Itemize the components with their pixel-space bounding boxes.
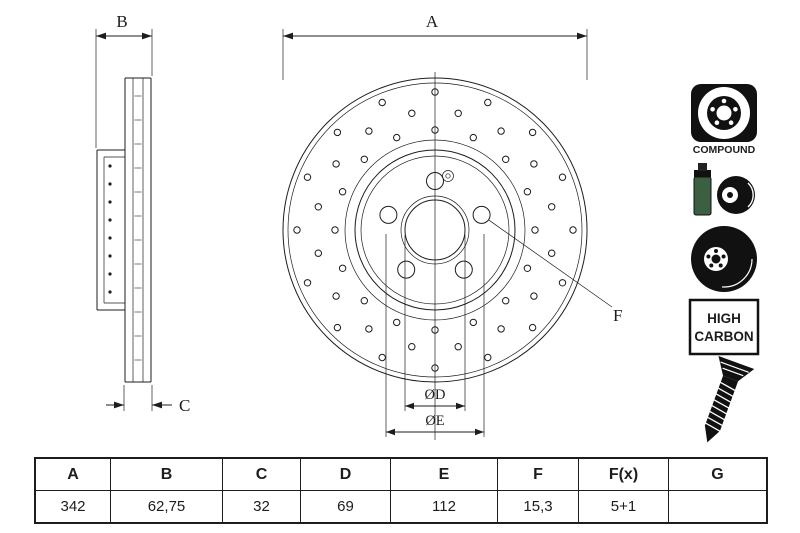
table-header-cell: B: [111, 459, 223, 491]
high-carbon-line1: HIGH: [707, 311, 741, 326]
table-header-cell: A: [36, 459, 111, 491]
dimension-e: ØE: [385, 234, 485, 437]
vent-ticks: [134, 95, 142, 361]
table-header-cell: E: [391, 459, 498, 491]
screw-threads: [705, 381, 736, 432]
table-value-cell: 15,3: [498, 491, 579, 522]
table-value-cell: 69: [301, 491, 391, 522]
dim-a-label: A: [426, 12, 439, 31]
dimension-a: A: [282, 12, 588, 80]
locating-hole: [442, 170, 454, 182]
dim-b-label: B: [116, 12, 127, 31]
table-header-cell: D: [301, 459, 391, 491]
table-header-cell: F: [498, 459, 579, 491]
drill-holes: [293, 88, 577, 372]
screw-icon: [704, 356, 755, 443]
dimension-d: ØD: [404, 235, 466, 411]
table-header-cell: C: [223, 459, 301, 491]
table-header-cell: G: [669, 459, 766, 491]
table-header-cell: F(x): [579, 459, 669, 491]
high-carbon-badge: HIGH CARBON: [688, 298, 760, 356]
dim-d-label: ØD: [425, 387, 446, 403]
compound-label: COMPOUND: [693, 144, 756, 156]
bolt-holes: [379, 172, 491, 279]
table-value-cell: 112: [391, 491, 498, 522]
high-carbon-line2: CARBON: [694, 329, 753, 344]
hat-dots: [108, 164, 112, 294]
dim-f-label: F: [613, 306, 622, 325]
front-view: [282, 72, 588, 440]
table-value-cell: 62,75: [111, 491, 223, 522]
dimension-f: F: [488, 219, 622, 325]
table-value-cell: [669, 491, 766, 522]
table-value-cell: 32: [223, 491, 301, 522]
coated-disc-icon: [691, 226, 757, 292]
side-view: [96, 77, 152, 383]
table-value-cell: 342: [36, 491, 111, 522]
dim-c-label: C: [179, 396, 190, 415]
diagram-svg: A B C ØD ØE F: [95, 12, 760, 443]
dim-e-label: ØE: [425, 413, 444, 429]
dimension-table: A B C D E F F(x) G 342 62,75 32 69 112 1…: [34, 457, 768, 524]
coating-spray-icon: [693, 163, 755, 216]
table-value-cell: 5+1: [579, 491, 669, 522]
compound-icon: COMPOUND: [691, 84, 757, 156]
dimension-c: C: [106, 385, 190, 415]
dimension-b: B: [95, 12, 153, 148]
